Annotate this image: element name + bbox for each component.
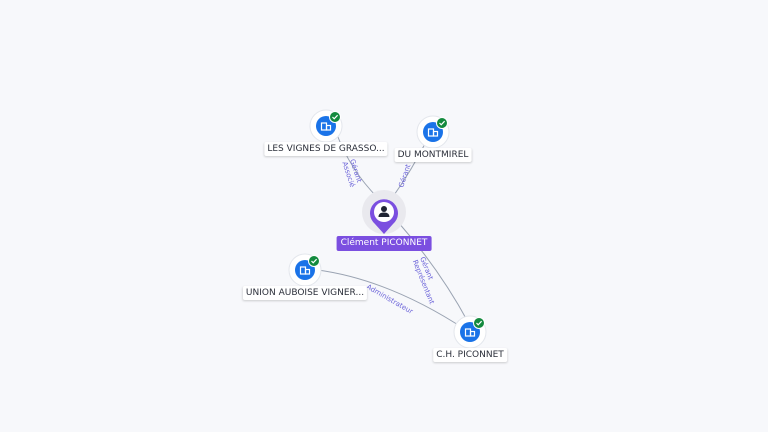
edge-person-vignes <box>335 131 379 199</box>
verified-check-icon <box>308 255 320 267</box>
building-icon <box>464 328 476 337</box>
company-label-vignes[interactable]: LES VIGNES DE GRASSO... <box>264 142 388 156</box>
company-node-vignes[interactable] <box>309 109 343 143</box>
building-icon <box>299 266 311 275</box>
edge-union-chp <box>317 269 467 331</box>
verified-check-icon <box>329 111 341 123</box>
company-node-montmirel[interactable] <box>416 115 450 149</box>
company-label-union[interactable]: UNION AUBOISE VIGNER... <box>242 286 368 300</box>
building-icon <box>320 122 332 131</box>
person-icon <box>378 206 390 217</box>
edge-label-gerant-montmirel: Gérant <box>397 163 412 189</box>
person-node[interactable] <box>362 190 406 234</box>
edge-person-chp <box>397 221 469 323</box>
building-icon <box>427 128 439 137</box>
company-label-chp[interactable]: C.H. PICONNET <box>433 348 507 362</box>
company-node-chp[interactable] <box>453 315 487 349</box>
verified-check-icon <box>436 117 448 129</box>
verified-check-icon <box>473 317 485 329</box>
person-label[interactable]: Clément PICONNET <box>336 236 432 251</box>
edge-label-administrateur: Administrateur <box>365 283 414 316</box>
company-label-montmirel[interactable]: DU MONTMIREL <box>394 148 472 162</box>
company-node-union[interactable] <box>288 253 322 287</box>
